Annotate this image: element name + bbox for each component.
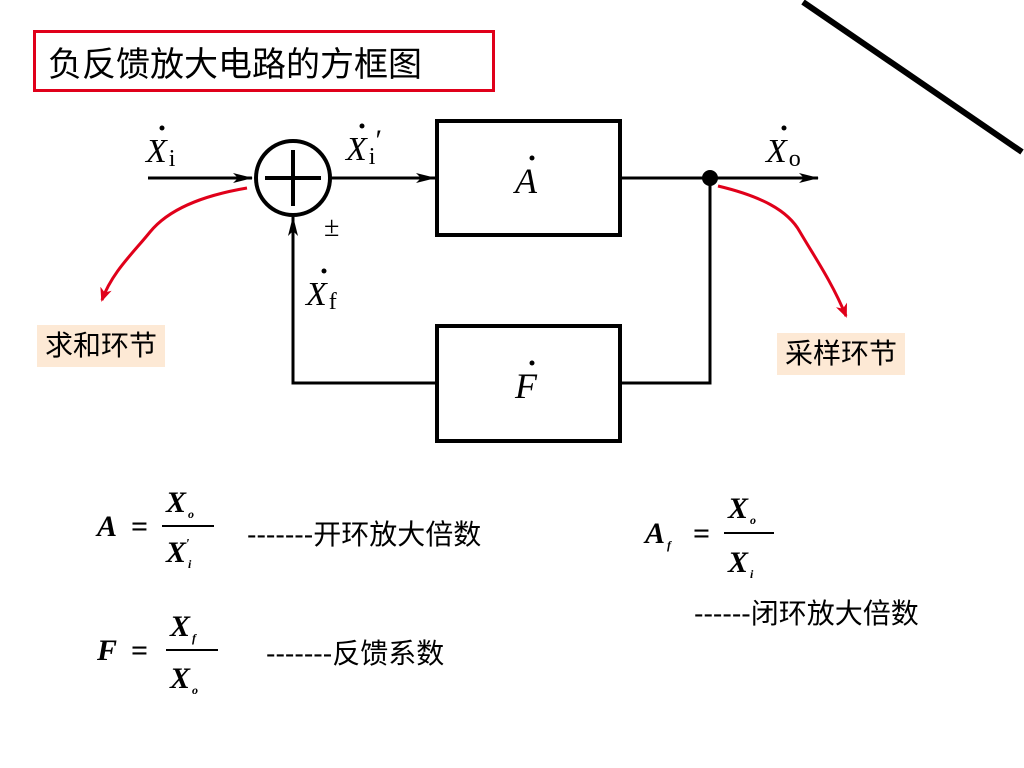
xf-label: Xf xyxy=(304,276,337,315)
formula-af-equals: = xyxy=(693,517,710,550)
formula-af-note: ------闭环放大倍数 xyxy=(694,597,919,630)
xi-prime-label: Xi′ xyxy=(344,124,382,170)
formula-a-note: -------开环放大倍数 xyxy=(247,518,482,551)
feedback-signal-arrow xyxy=(288,216,437,385)
xo-label: Xo xyxy=(764,133,801,172)
summing-callout: 求和环节 xyxy=(37,325,166,367)
decorative-diagonal-line xyxy=(801,0,1024,155)
formula-a-equals: = xyxy=(131,510,148,543)
xf-dot xyxy=(321,268,327,274)
feedback-label: F xyxy=(514,366,538,406)
plus-minus-sign: ± xyxy=(324,212,339,243)
feedback-wire-right xyxy=(620,178,712,385)
amplifier-dot xyxy=(529,155,535,161)
formula-f-lhs: F xyxy=(96,634,117,667)
formula-a-lhs: A xyxy=(95,510,117,543)
formula-f-equals: = xyxy=(131,634,148,667)
formula-f-note: -------反馈系数 xyxy=(266,637,445,670)
sampling-callout-arrow xyxy=(717,184,848,318)
amplifier-label: A xyxy=(513,161,538,201)
sampling-callout: 采样环节 xyxy=(777,333,906,375)
slide-title: 负反馈放大电路的方框图 xyxy=(33,30,495,92)
feedback-dot xyxy=(529,360,535,366)
xi-dot xyxy=(159,125,165,131)
xo-dot xyxy=(781,125,787,131)
summing-callout-arrow xyxy=(100,186,248,302)
xi-prime-dot xyxy=(359,123,365,129)
amplifier-block xyxy=(435,119,622,237)
xi-label: Xi xyxy=(144,133,176,172)
